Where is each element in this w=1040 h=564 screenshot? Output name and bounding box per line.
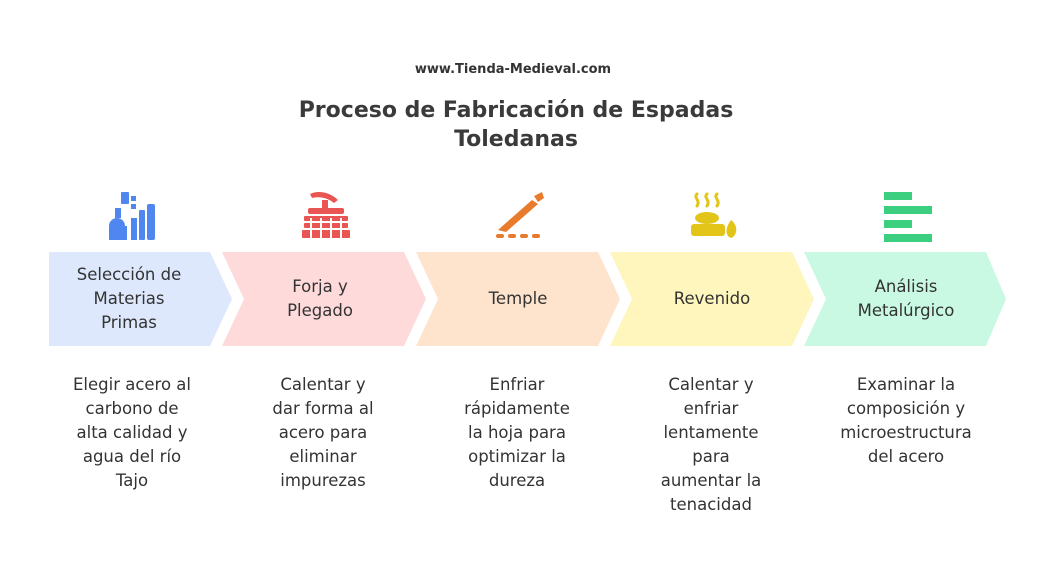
step-4-arrow [610, 252, 814, 346]
step-1-arrow [49, 252, 232, 346]
analysis-bars-icon [884, 192, 932, 242]
diagram-title: Proceso de Fabricación de Espadas Toleda… [298, 98, 734, 152]
step-1-label: Selección de Materias Primas [76, 265, 182, 332]
step-3-arrow [416, 252, 620, 346]
step-2-description: Calentar y dar forma al acero para elimi… [272, 375, 374, 490]
step-2-label: Forja y Plegado [287, 277, 353, 320]
step-1-description: Elegir acero al carbono de alta calidad … [72, 375, 192, 490]
step-5-description: Examinar la composición y microestructur… [840, 375, 972, 466]
step-4-label: Revenido [673, 289, 751, 308]
step-5-arrow [804, 252, 1006, 346]
step-4-description: Calentar y enfriar lentamente para aumen… [660, 375, 762, 514]
quenching-blade-icon [496, 192, 544, 238]
heating-steam-icon [691, 192, 737, 238]
step-3-description: Enfriar rápidamente la hoja para optimiz… [464, 375, 570, 490]
step-2-arrow [222, 252, 426, 346]
step-5-label: Análisis Metalúrgico [857, 277, 955, 320]
step-3-label: Temple [488, 289, 548, 308]
website-url[interactable]: www.Tienda-Medieval.com [414, 62, 612, 77]
forge-furnace-icon [302, 192, 350, 238]
factory-icon [109, 192, 155, 240]
